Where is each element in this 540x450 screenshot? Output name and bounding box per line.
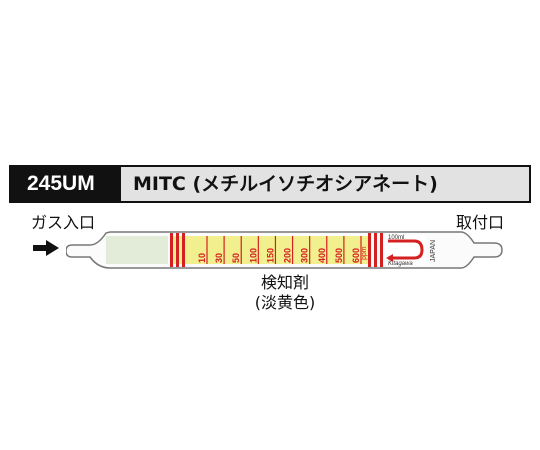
reagent-caption: 検知剤 (淡黄色) — [240, 273, 330, 313]
scale-label: 100 — [248, 248, 258, 263]
product-header: 245UM MITC (メチルイソチオシアネート) — [9, 165, 531, 203]
scale-label: 10 — [197, 253, 207, 263]
scale-label: 400 — [317, 248, 327, 263]
tube-plugs — [170, 233, 383, 267]
flow-arrow-icon — [33, 240, 59, 256]
volume-label: 100ml — [388, 235, 404, 241]
scale-label: 30 — [214, 253, 224, 263]
reagent-layer — [170, 236, 370, 264]
reagent-name: 検知剤 — [260, 273, 309, 292]
scale-label: 200 — [283, 248, 293, 263]
reagent-color-note: (淡黄色) — [254, 293, 316, 312]
gas-name: MITC (メチルイソチオシアネート) — [121, 167, 529, 201]
scale-label: 150 — [265, 248, 275, 263]
country-label: JAPAN — [430, 240, 437, 262]
gas-inlet-label: ガス入口 — [31, 213, 96, 232]
scale-label: 300 — [300, 248, 310, 263]
unit-label: ppm — [361, 246, 368, 260]
product-code: 245UM — [11, 167, 121, 201]
scale-label: 600 — [351, 248, 361, 263]
scale-label: 500 — [334, 248, 344, 263]
detector-tube: 10 30 50 100 150 200 300 400 500 600 ppm 100ml Ki… — [66, 231, 503, 269]
scale-label: 50 — [231, 253, 241, 263]
u-arrow-icon — [388, 239, 424, 260]
scale-marks: 10 30 50 100 150 200 300 400 500 600 — [197, 236, 362, 264]
outlet-label: 取付口 — [456, 213, 505, 232]
pre-layer — [106, 236, 168, 264]
brand-label: Kitagawa — [388, 261, 413, 267]
